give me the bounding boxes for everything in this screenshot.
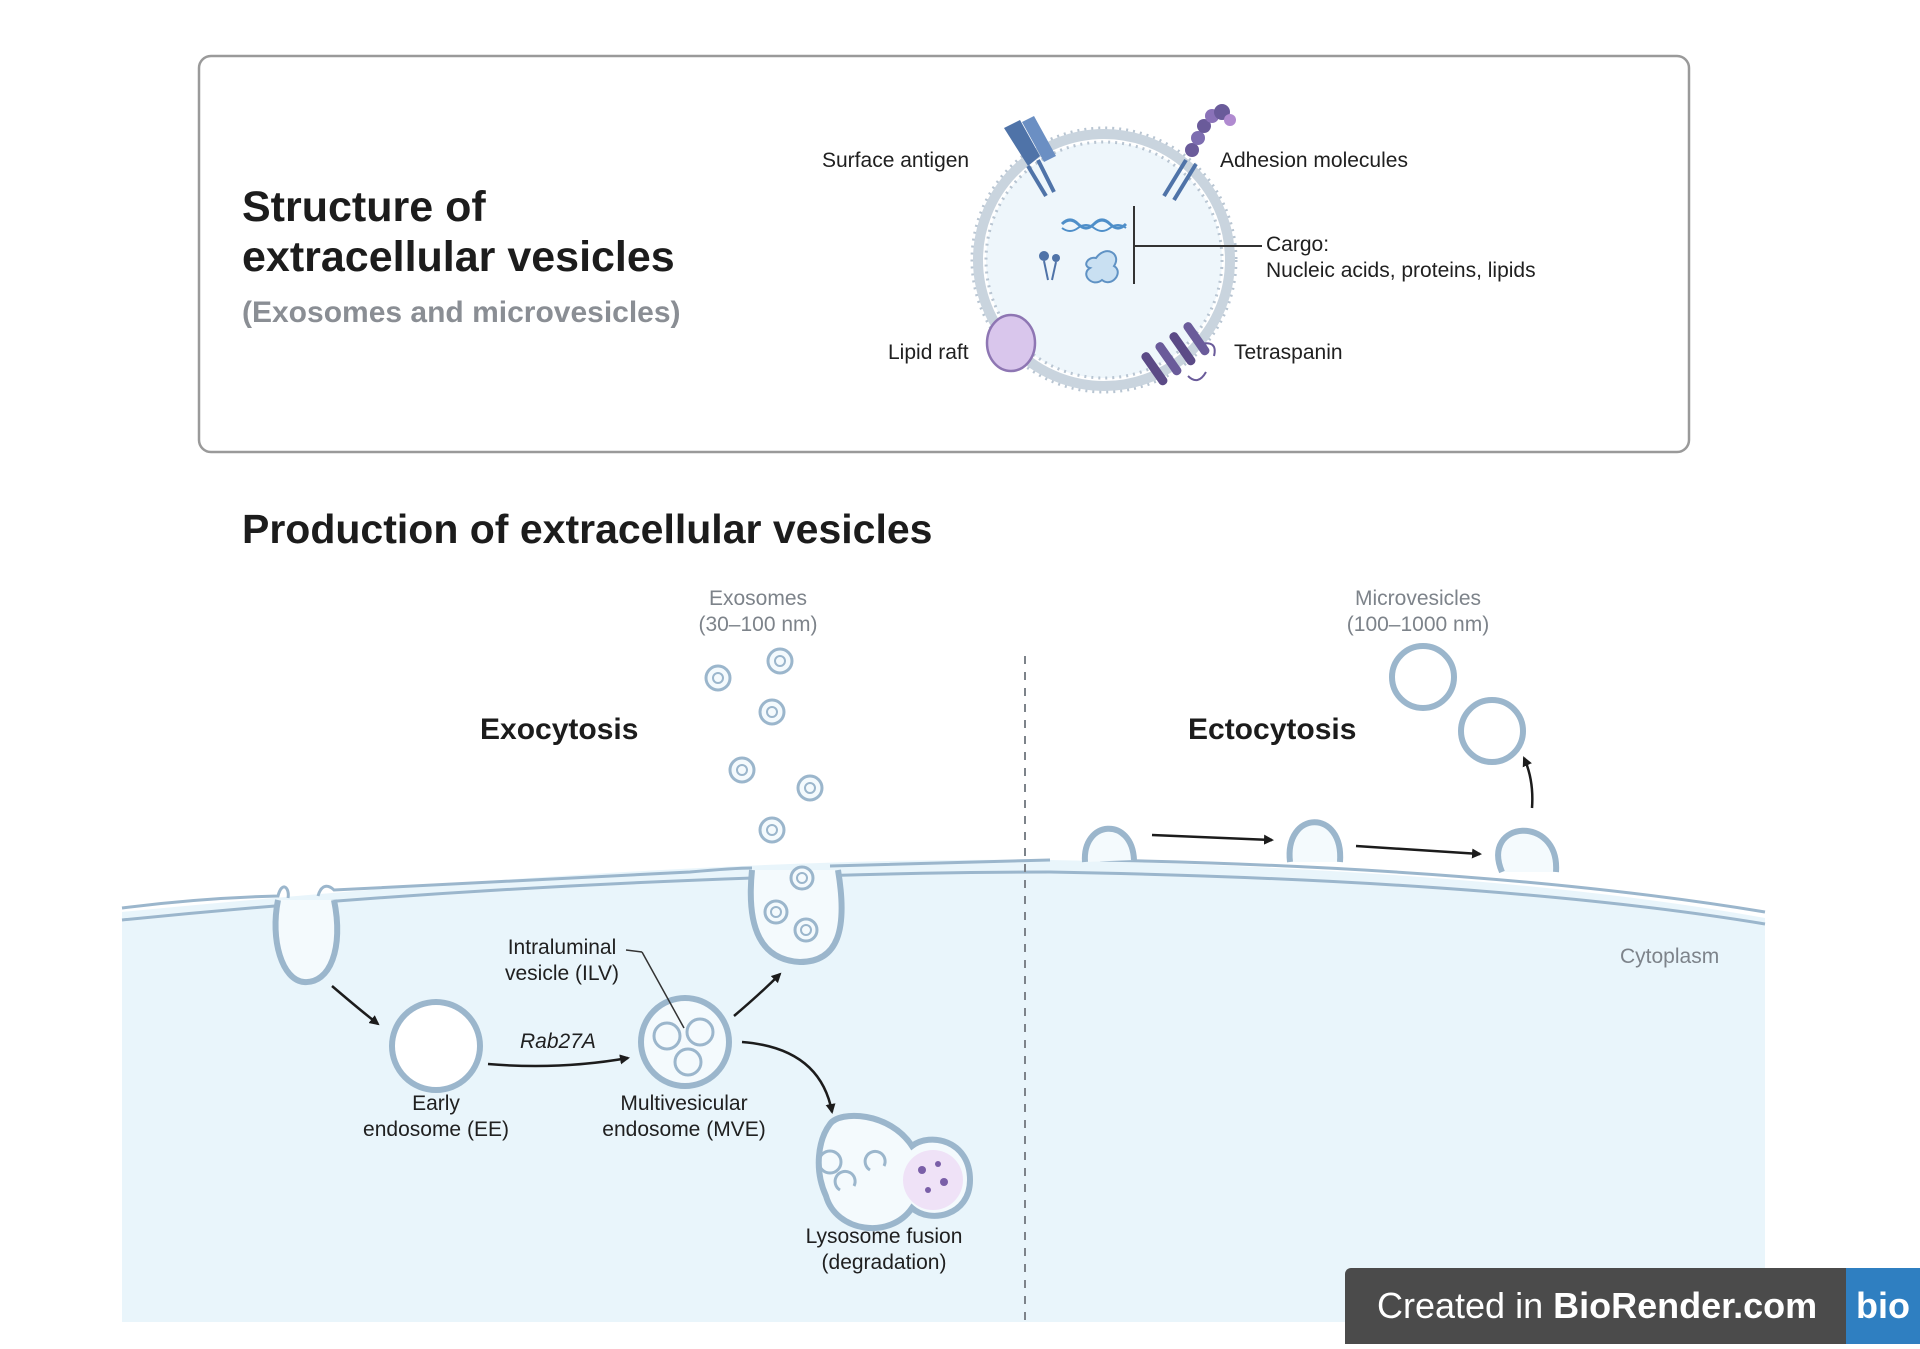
process-arrows bbox=[331, 756, 1534, 1114]
exosomes-label: Exosomes (30–100 nm) bbox=[658, 586, 858, 638]
exosomes-label-line2: (30–100 nm) bbox=[698, 613, 818, 636]
multivesicular-endosome bbox=[638, 995, 732, 1089]
tetraspanin-label: Tetraspanin bbox=[1234, 341, 1343, 364]
badge-prefix: Created in bbox=[1377, 1285, 1554, 1326]
mve-label-line2: endosome (MVE) bbox=[602, 1118, 766, 1141]
surface-antigen-icon bbox=[1004, 116, 1056, 198]
lysosome-fusion bbox=[815, 1112, 974, 1232]
badge-brand: BioRender.com bbox=[1553, 1285, 1818, 1326]
structure-title-line1: Structure of bbox=[242, 183, 486, 231]
cytoplasm-label: Cytoplasm bbox=[1620, 945, 1720, 968]
microvesicles-label-line2: (100–1000 nm) bbox=[1346, 613, 1490, 636]
production-title: Production of extracellular vesicles bbox=[242, 506, 933, 552]
tetraspanin-icon bbox=[1141, 322, 1216, 386]
exocytosis-heading: Exocytosis bbox=[480, 713, 639, 746]
structure-title-line2: extracellular vesicles bbox=[242, 233, 675, 281]
cargo-items: Nucleic acids, proteins, lipids bbox=[1266, 259, 1536, 282]
ilv-label-line2: vesicle (ILV) bbox=[505, 962, 619, 985]
microvesicles-label-line1: Microvesicles bbox=[1354, 587, 1482, 610]
exosome-particles bbox=[704, 647, 824, 844]
microvesicle-particles bbox=[1389, 643, 1526, 765]
cargo-title: Cargo: bbox=[1266, 233, 1330, 256]
cytoplasm-region bbox=[122, 859, 1765, 1322]
lipid-raft-icon bbox=[985, 313, 1037, 373]
structure-subtitle: (Exosomes and microvesicles) bbox=[242, 296, 681, 329]
adhesion-molecules-icon bbox=[1162, 104, 1236, 202]
rab27a-label: Rab27A bbox=[520, 1030, 596, 1053]
lysosome-fusion-label-line2: (degradation) bbox=[821, 1251, 947, 1274]
early-endosome-label: Early endosome (EE) bbox=[346, 1091, 526, 1143]
early-endosome bbox=[389, 999, 483, 1093]
mve-fusion-pocket bbox=[747, 869, 845, 966]
exosomes-label-line1: Exosomes bbox=[708, 587, 808, 610]
ilv-label-line1: Intraluminal bbox=[507, 936, 617, 959]
adhesion-molecules-label: Adhesion molecules bbox=[1220, 149, 1408, 172]
ectocytosis-heading: Ectocytosis bbox=[1188, 713, 1357, 746]
vesicle-illustration bbox=[970, 104, 1262, 394]
biorender-badge[interactable]: Created in BioRender.com bio bbox=[1345, 1268, 1920, 1344]
badge-text: Created in BioRender.com bbox=[1377, 1285, 1817, 1327]
surface-antigen-label: Surface antigen bbox=[822, 149, 970, 172]
membrane-buds bbox=[1081, 819, 1560, 874]
early-endosome-label-line1: Early bbox=[412, 1092, 460, 1115]
lipid-raft-label: Lipid raft bbox=[888, 341, 969, 364]
mve-label-line1: Multivesicular bbox=[620, 1092, 748, 1115]
microvesicles-label: Microvesicles (100–1000 nm) bbox=[1318, 586, 1518, 638]
ilv-label: Intraluminal vesicle (ILV) bbox=[482, 935, 642, 987]
biorender-logo-icon: bio bbox=[1846, 1268, 1920, 1344]
structure-panel bbox=[197, 54, 1691, 454]
early-endosome-label-line2: endosome (EE) bbox=[363, 1118, 509, 1141]
lysosome-fusion-label-line1: Lysosome fusion bbox=[805, 1225, 963, 1248]
lysosome-fusion-label: Lysosome fusion (degradation) bbox=[784, 1224, 984, 1276]
plasma-membrane bbox=[121, 858, 1766, 914]
endocytic-pit bbox=[272, 899, 341, 986]
mve-label: Multivesicular endosome (MVE) bbox=[584, 1091, 784, 1143]
